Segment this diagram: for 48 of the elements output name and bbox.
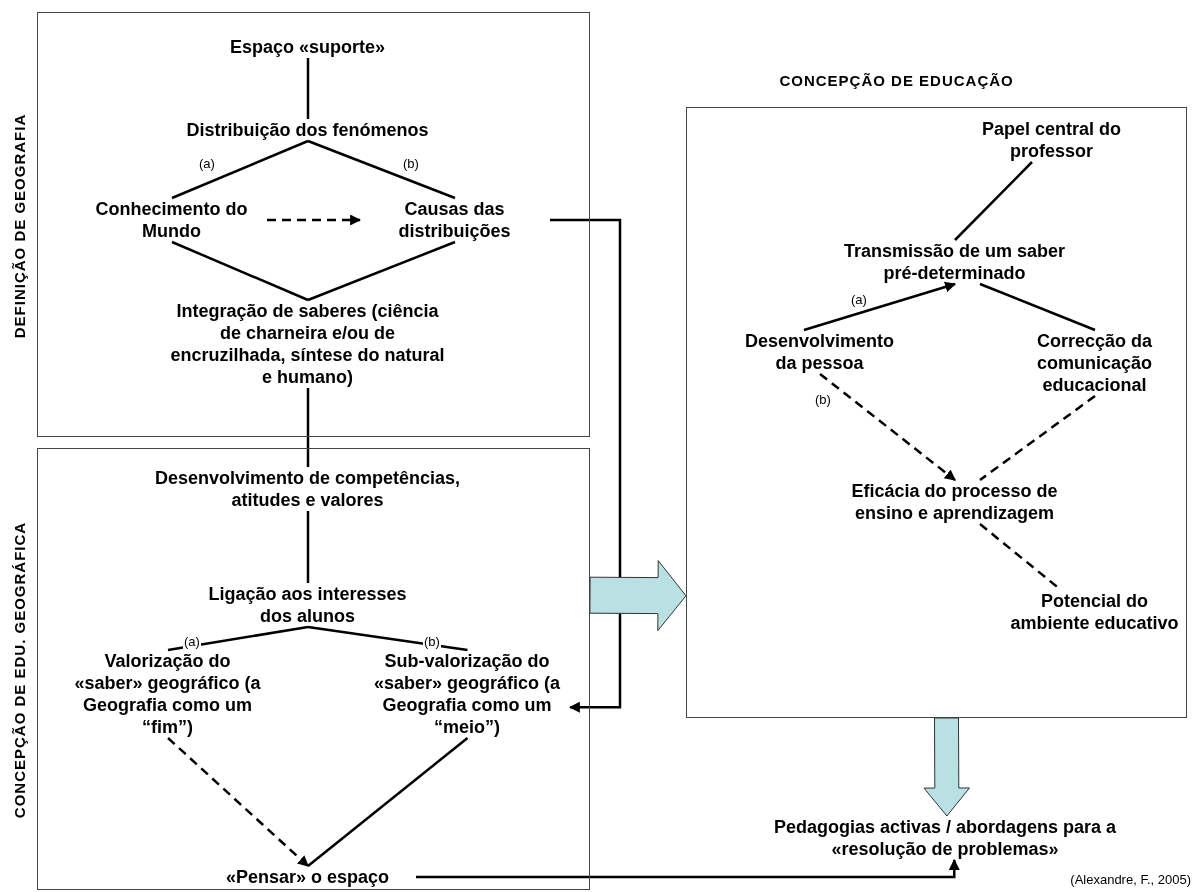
- edge-label: (b): [814, 392, 832, 407]
- edge-label: (a): [850, 292, 868, 307]
- concept-text: Ligação aos interesses dos alunos: [202, 582, 413, 627]
- concept-text: Distribuição dos fenómenos: [177, 118, 438, 141]
- connector-line: [979, 395, 1096, 481]
- arrow: [819, 373, 956, 481]
- connector-line: [167, 625, 309, 652]
- concept-text: Desenvolvimento da pessoa: [739, 329, 900, 374]
- section-heading: CONCEPÇÃO DE EDUCAÇÃO: [779, 72, 1014, 90]
- concept-text: Conhecimento do Mundo: [76, 197, 267, 242]
- arrow: [550, 218, 622, 713]
- connector-line: [307, 240, 456, 302]
- concept-text: Potencial do ambiente educativo: [1009, 589, 1180, 634]
- connector-line: [306, 388, 310, 467]
- concept-text: Eficácia do processo de ensino e aprendizagem: [829, 479, 1080, 524]
- connector-line: [307, 625, 468, 652]
- concept-text: Integração de saberes (ciência de charneira e/ou de encruzilhada, síntese do natural e humano): [167, 299, 448, 388]
- concept-text: «Pensar» o espaço: [199, 865, 416, 888]
- connector-line: [306, 58, 310, 119]
- connector-line: [171, 139, 309, 200]
- edge-label: (a): [183, 634, 201, 649]
- arrow: [416, 858, 960, 879]
- concept-text: Transmissão de um saber pré-determinado: [829, 239, 1080, 284]
- section-heading: DEFINIÇÃO DE GEOGRAFIA: [11, 113, 29, 338]
- connector-line: [171, 240, 309, 302]
- block-arrow: [923, 717, 970, 817]
- arrow: [267, 214, 362, 226]
- citation-note: (Alexandre, F., 2005): [1070, 872, 1191, 887]
- arrow: [167, 737, 309, 867]
- concept-text: Papel central do professor: [951, 117, 1152, 162]
- block-arrow: [589, 560, 687, 632]
- edge-label: (b): [402, 156, 420, 171]
- concept-text: Correcção da comunicação educacional: [994, 329, 1195, 396]
- concept-text: Valorização do «saber» geográfico (a Geografia como um “fim”): [72, 649, 263, 738]
- connector-line: [979, 282, 1096, 332]
- connector-line: [306, 511, 310, 583]
- concept-text: Desenvolvimento de competências, atitudes e valores: [132, 466, 483, 511]
- connector-line: [307, 737, 469, 867]
- connector-line: [954, 161, 1033, 241]
- concept-text: Espaço «suporte»: [207, 35, 408, 58]
- concept-text: Sub-valorização do «saber» geográfico (a Geografia como um “meio”): [364, 649, 570, 738]
- concept-text: Pedagogias activas / abordagens para a «resolução de problemas»: [760, 816, 1130, 860]
- concept-text: Causas das distribuições: [359, 197, 550, 242]
- edge-label: (b): [423, 634, 441, 649]
- connector-line: [307, 139, 456, 200]
- edge-label: (a): [198, 156, 216, 171]
- section-heading: CONCEPÇÃO DE EDU. GEOGRÁFICA: [11, 521, 29, 819]
- arrow: [803, 281, 957, 332]
